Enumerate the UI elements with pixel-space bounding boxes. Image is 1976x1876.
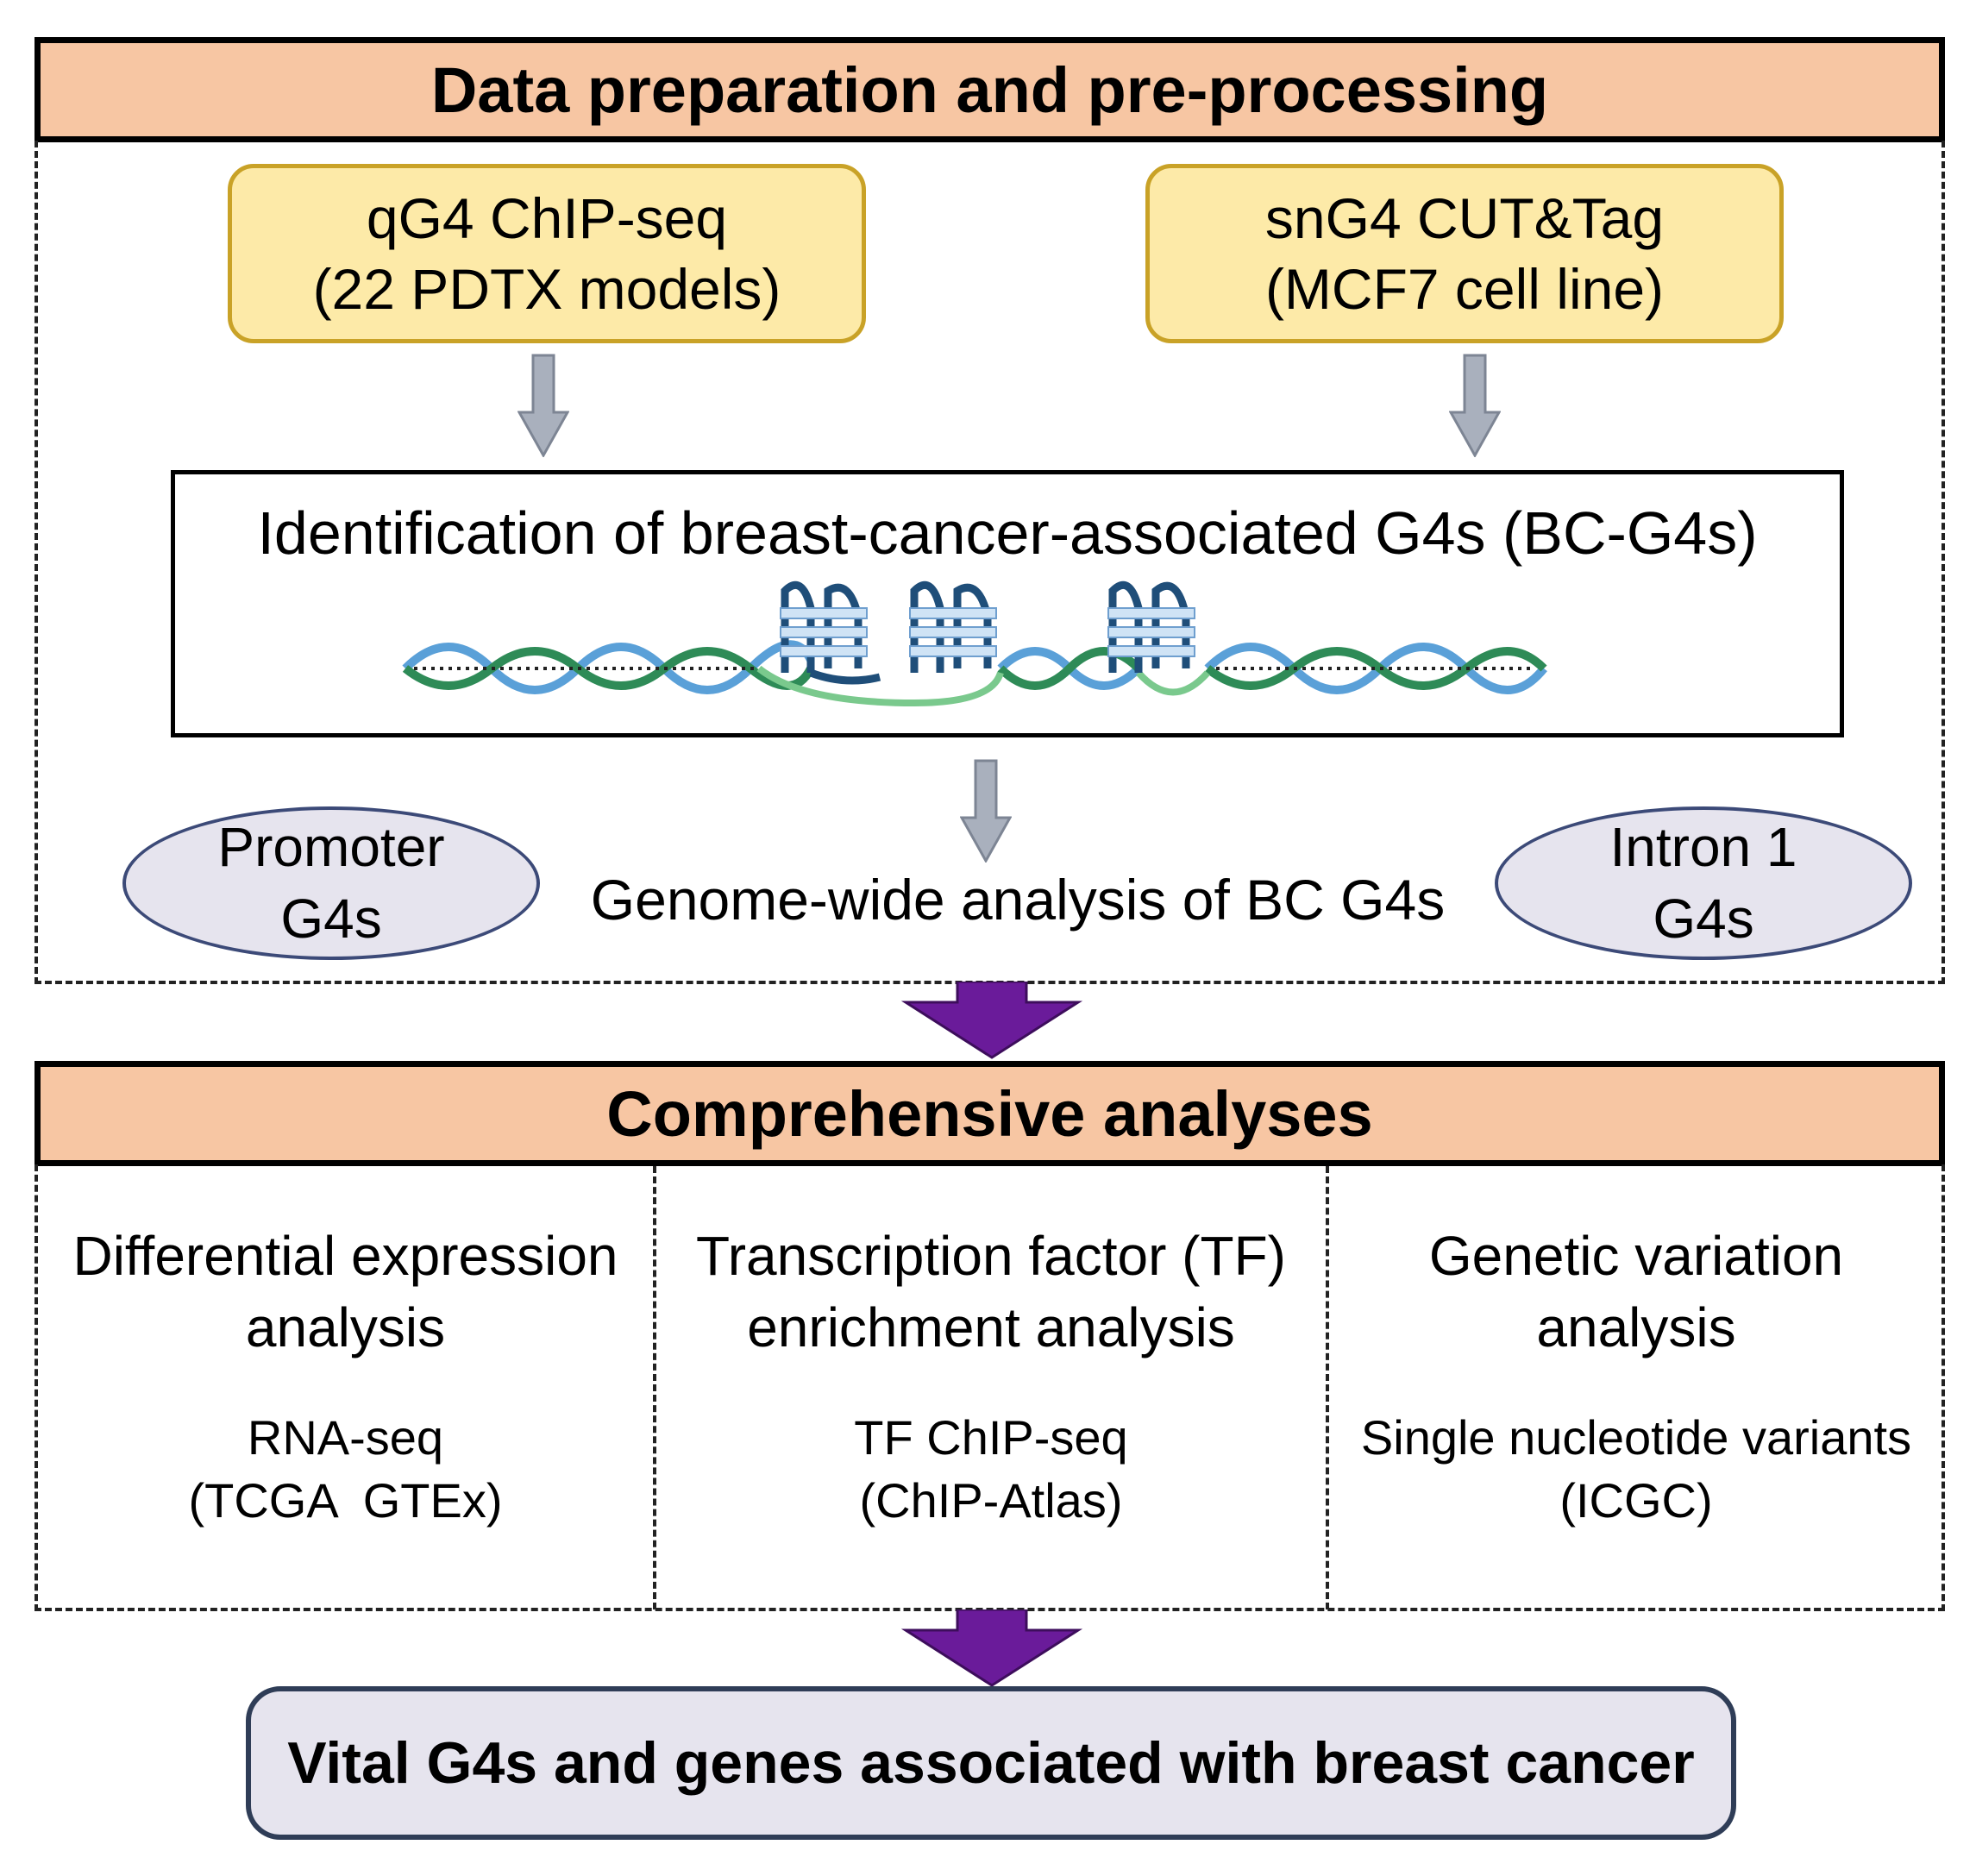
col2-title-line1: Transcription factor (TF)	[696, 1225, 1286, 1287]
section1-header: Data preparation and pre-processing	[35, 37, 1945, 142]
source-qg4-chipseq: qG4 ChIP-seq (22 PDTX models)	[228, 164, 866, 343]
source-sng4-line2: (MCF7 cell line)	[1264, 257, 1665, 321]
col2-sub-line2: (ChIP-Atlas)	[859, 1473, 1123, 1528]
dna-g4-illustration-icon	[402, 580, 1547, 707]
section2-header: Comprehensive analyses	[35, 1061, 1945, 1166]
source-sng4-line1: snG4 CUT&Tag	[1264, 185, 1665, 250]
final-result-box: Vital G4s and genes associated with brea…	[246, 1686, 1736, 1840]
final-result-text: Vital G4s and genes associated with brea…	[287, 1730, 1695, 1796]
promoter-line2: G4s	[280, 888, 382, 950]
purple-arrow-1	[900, 982, 1083, 1059]
genome-wide-label: Genome-wide analysis of BC G4s	[590, 868, 1446, 932]
section1-title: Data preparation and pre-processing	[430, 53, 1549, 126]
col2-title-line2: enrichment analysis	[747, 1296, 1235, 1359]
section2-title: Comprehensive analyses	[606, 1077, 1373, 1150]
analysis-column-differential-expression: Differential expression analysis RNA-seq…	[38, 1220, 653, 1533]
col3-sub-line2: (ICGC)	[1559, 1473, 1713, 1528]
col1-title-line1: Differential expression	[72, 1225, 618, 1287]
source-qg4-line2: (22 PDTX models)	[312, 257, 781, 321]
identification-title: Identification of breast-cancer-associat…	[257, 499, 1758, 567]
col3-sub-line1: Single nucleotide variants	[1360, 1410, 1912, 1465]
purple-arrow-2	[900, 1609, 1083, 1687]
intron-line2: G4s	[1653, 888, 1754, 950]
gray-arrow-right	[1449, 354, 1501, 457]
column-divider-1	[653, 1166, 656, 1609]
intron1-g4s-ellipse: Intron 1 G4s	[1495, 806, 1912, 960]
col1-sub-line1: RNA-seq	[247, 1410, 444, 1465]
source-sng4-cuttag: snG4 CUT&Tag (MCF7 cell line)	[1145, 164, 1784, 343]
analysis-column-genetic-variation: Genetic variation analysis Single nucleo…	[1329, 1220, 1943, 1533]
intron-line1: Intron 1	[1609, 815, 1797, 878]
column-divider-2	[1326, 1166, 1329, 1609]
gray-arrow-middle	[960, 759, 1012, 863]
promoter-line1: Promoter	[217, 815, 445, 878]
col3-title-line1: Genetic variation	[1428, 1225, 1844, 1287]
source-qg4-line1: qG4 ChIP-seq	[366, 185, 728, 250]
analysis-column-tf-enrichment: Transcription factor (TF) enrichment ana…	[656, 1220, 1326, 1533]
gray-arrow-left	[518, 354, 569, 457]
identification-box: Identification of breast-cancer-associat…	[171, 470, 1844, 737]
col2-sub-line1: TF ChIP-seq	[854, 1410, 1128, 1465]
col1-title-line2: analysis	[245, 1296, 446, 1359]
promoter-g4s-ellipse: Promoter G4s	[122, 806, 540, 960]
col1-sub-line2: (TCGA GTEx)	[188, 1473, 503, 1528]
col3-title-line2: analysis	[1536, 1296, 1736, 1359]
